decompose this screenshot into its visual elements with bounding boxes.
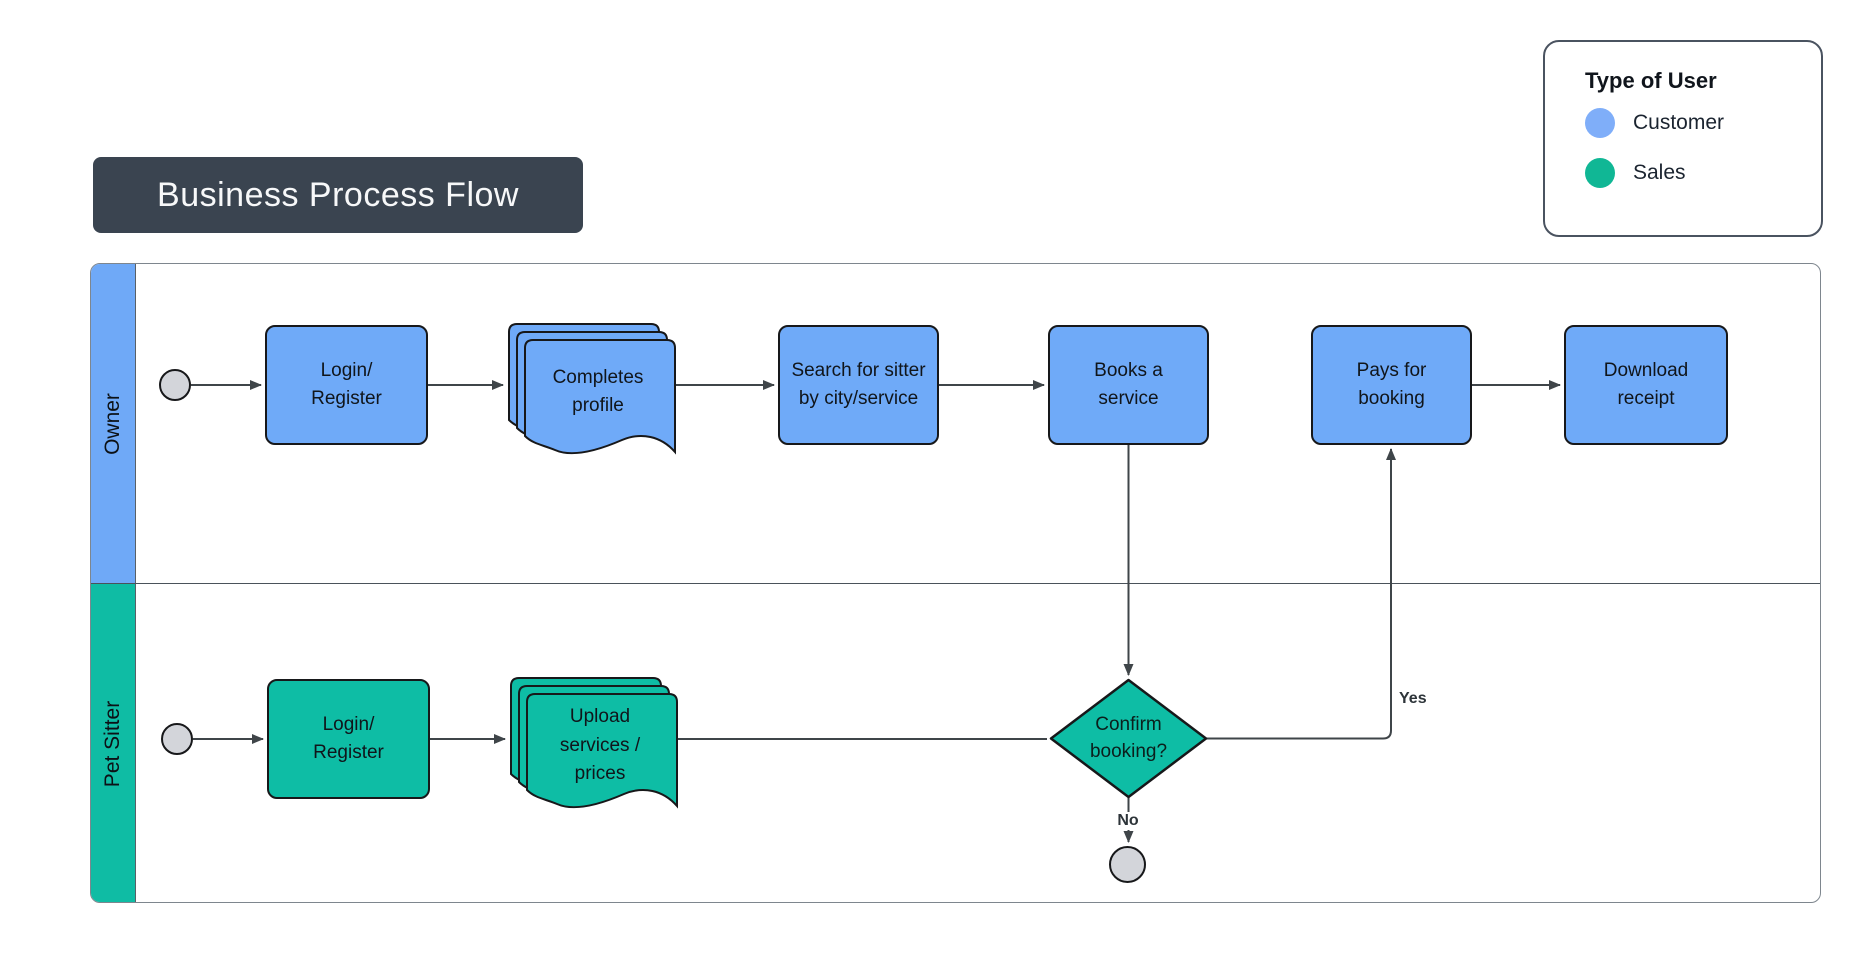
legend-title: Type of User xyxy=(1585,68,1717,93)
task-label: Pays for booking xyxy=(1356,359,1427,410)
legend-item-sales: Sales xyxy=(1585,158,1821,188)
document-sitter-upload-label: Upload services / prices xyxy=(559,706,641,785)
legend-box[interactable]: Type of User Customer Sales xyxy=(1543,40,1823,237)
edge-label-no: No xyxy=(1107,812,1149,830)
legend-item-customer: Customer xyxy=(1585,108,1821,138)
task-owner-search[interactable]: Search for sitter by city/service xyxy=(778,325,939,445)
start-event-sitter[interactable] xyxy=(161,723,193,755)
task-label: Search for sitter by city/service xyxy=(791,359,926,410)
decision-label: Confirm booking? xyxy=(1089,714,1168,762)
task-label: Download receipt xyxy=(1603,359,1689,410)
diamond-shape xyxy=(1049,678,1208,799)
end-event[interactable] xyxy=(1109,846,1146,883)
document-sheet xyxy=(526,693,678,809)
lane-sitter-strip[interactable]: Pet Sitter xyxy=(91,584,136,902)
lane-owner-strip[interactable]: Owner xyxy=(91,264,136,584)
start-event-owner[interactable] xyxy=(159,369,191,401)
task-owner-login[interactable]: Login/ Register xyxy=(265,325,428,445)
document-owner-profile-label: Completes profile xyxy=(552,366,644,417)
task-label: Login/ Register xyxy=(313,713,384,764)
document-owner-profile[interactable] xyxy=(507,322,677,464)
title-bar[interactable]: Business Process Flow xyxy=(93,157,583,233)
edge-label-yes: Yes xyxy=(1399,690,1427,707)
task-label: Login/ Register xyxy=(311,359,382,410)
page-title: Business Process Flow xyxy=(157,175,519,214)
lane-divider xyxy=(91,583,1820,584)
diagram-canvas: Owner Pet Sitter Login/ Regist xyxy=(90,263,1821,903)
task-sitter-login[interactable]: Login/ Register xyxy=(267,679,430,799)
customer-swatch-icon xyxy=(1585,108,1615,138)
document-sheet xyxy=(524,339,676,455)
task-owner-download[interactable]: Download receipt xyxy=(1564,325,1728,445)
legend-item-label: Customer xyxy=(1633,111,1725,134)
task-owner-pays[interactable]: Pays for booking xyxy=(1311,325,1472,445)
edge-decision-yes-pays xyxy=(1206,448,1396,740)
task-owner-books[interactable]: Books a service xyxy=(1048,325,1209,445)
task-label: Books a service xyxy=(1094,359,1163,410)
decision-confirm-booking[interactable] xyxy=(1048,677,1209,800)
document-sitter-upload[interactable] xyxy=(509,676,679,818)
sales-swatch-icon xyxy=(1585,158,1615,188)
legend-item-label: Sales xyxy=(1633,161,1686,184)
